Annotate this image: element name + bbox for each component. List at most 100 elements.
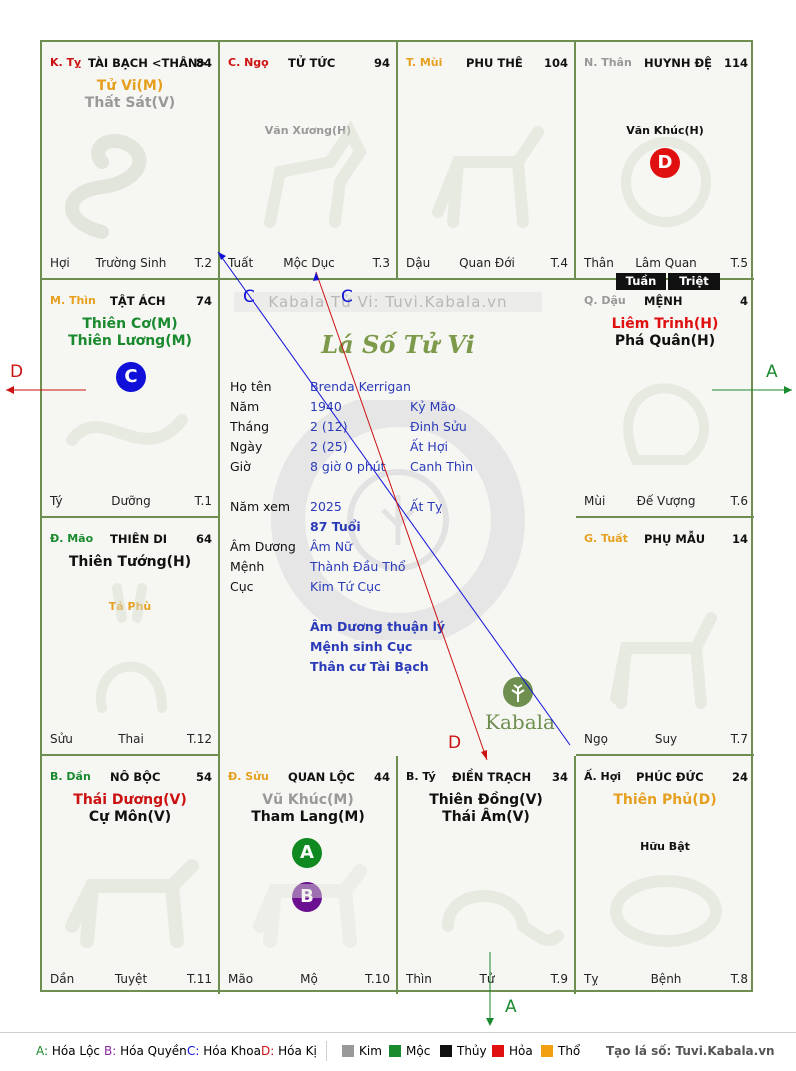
palace-number: 14 <box>731 532 748 546</box>
hoa-loc-label: A <box>505 997 517 1017</box>
arrow-head-icon <box>6 386 14 394</box>
info-canchi: Ất Tỵ <box>410 499 443 514</box>
palace-number: 34 <box>551 770 568 784</box>
footer-stage: Đế Vượng <box>636 494 696 508</box>
major-star: Phá Quân(H) <box>614 333 716 349</box>
footer-branch: Tuất <box>228 256 254 270</box>
palace-branch: G. Tuất <box>584 532 628 545</box>
hoa-khoa-label: C <box>243 287 255 307</box>
hoa-loc-label: A <box>766 362 778 382</box>
palace-number: 4 <box>739 294 748 308</box>
hoa-ki-marker-icon: D <box>650 148 680 178</box>
footer-month: T.8 <box>730 972 748 986</box>
major-star: Liêm Trinh(H) <box>611 316 719 332</box>
info-value: 2 (25) <box>310 439 348 454</box>
note-line: Âm Dương thuận lý <box>310 619 446 634</box>
palace-name: MỆNH <box>644 294 683 308</box>
major-star: Thái Dương(V) <box>73 792 187 808</box>
footer-month: T.7 <box>730 732 748 746</box>
palace-name: THIÊN DI <box>110 532 168 546</box>
legend-element: Thủy <box>457 1044 487 1058</box>
legend-key: A: <box>36 1044 49 1058</box>
ox-zodiac-icon <box>253 864 367 948</box>
footer-stage: Mộ <box>300 972 318 986</box>
footer-branch: Tý <box>50 494 63 508</box>
palace-branch: B. Dần <box>50 770 91 783</box>
info-label: Mệnh <box>230 559 265 574</box>
palace-name: TÀI BẠCH <THÂN> <box>88 56 208 70</box>
site-link[interactable]: Tạo lá số: Tuvi.Kabala.vn <box>606 1044 775 1058</box>
triet-tag: Triệt <box>668 273 720 290</box>
footer-month: T.5 <box>730 256 748 270</box>
palace-branch: N. Thân <box>584 56 632 69</box>
palace-name: TỬ TỨC <box>288 56 336 70</box>
footer-month: T.9 <box>550 972 568 986</box>
palace-branch: Q. Dậu <box>584 294 626 307</box>
footer-stage: Tử <box>479 972 495 986</box>
palace-name: TẬT ÁCH <box>110 294 166 308</box>
palace-number: 54 <box>195 770 212 784</box>
hoa-khoa-marker-icon: C <box>116 362 146 392</box>
hoa-khoa-label: C <box>341 287 353 307</box>
footer-stage: Dưỡng <box>111 494 151 508</box>
footer-branch: Sửu <box>50 732 73 746</box>
palace-branch: K. Tỵ <box>50 56 82 69</box>
major-star: Thiên Tướng(H) <box>68 554 192 570</box>
footer-stage: Lâm Quan <box>635 256 697 270</box>
legend-divider <box>326 1041 327 1061</box>
palace-name: PHU THÊ <box>466 56 523 70</box>
hoa-swatch-icon <box>492 1045 504 1057</box>
palace-branch: C. Ngọ <box>228 56 269 69</box>
arrow-head-icon <box>486 1018 494 1026</box>
footer-branch: Ngọ <box>584 732 608 746</box>
info-canchi: Ất Hợi <box>410 439 448 454</box>
age-value: 87 Tuổi <box>310 519 361 534</box>
major-star: Thất Sát(V) <box>84 95 176 111</box>
rabbit-zodiac-icon <box>96 583 167 713</box>
info-value: Thành Đầu Thổ <box>310 559 406 574</box>
pig-zodiac-icon <box>610 875 722 947</box>
legend-element: Mộc <box>406 1044 431 1058</box>
footer-branch: Dần <box>50 972 75 986</box>
palace-number: 64 <box>195 532 212 546</box>
palace-name: QUAN LỘC <box>288 770 355 784</box>
footer-month: T.11 <box>187 972 212 986</box>
moc-swatch-icon <box>389 1045 401 1057</box>
footer-month: T.12 <box>187 732 212 746</box>
rooster-zodiac-icon <box>623 383 709 465</box>
snake-zodiac-icon <box>65 134 147 239</box>
info-label: Năm xem <box>230 499 291 514</box>
legend-text: Hóa Khoa <box>203 1044 261 1058</box>
legend-element: Kim <box>359 1044 382 1058</box>
palace-name: NÔ BỘC <box>110 770 161 784</box>
kabala-logo-icon <box>503 677 533 707</box>
monkey-zodiac-icon <box>621 137 711 227</box>
footer-branch: Dậu <box>406 256 431 270</box>
footer-stage: Bệnh <box>650 972 682 986</box>
palace-number: 84 <box>195 56 212 70</box>
major-star: Thiên Phủ(D) <box>613 792 717 808</box>
palace-name: ĐIỀN TRẠCH <box>452 770 532 784</box>
info-canchi: Kỷ Mão <box>410 399 456 414</box>
footer-stage: Trường Sinh <box>95 256 167 270</box>
palace-number: 114 <box>723 56 748 70</box>
legend-key: B: <box>104 1044 117 1058</box>
arrow-head-icon <box>784 386 792 394</box>
major-star: Thiên Cơ(M) <box>82 316 178 332</box>
minor-star: Hữu Bật <box>640 840 690 853</box>
footer-stage: Quan Đới <box>459 256 515 270</box>
info-label: Họ tên <box>230 379 272 394</box>
arrow-head-icon <box>313 272 319 281</box>
